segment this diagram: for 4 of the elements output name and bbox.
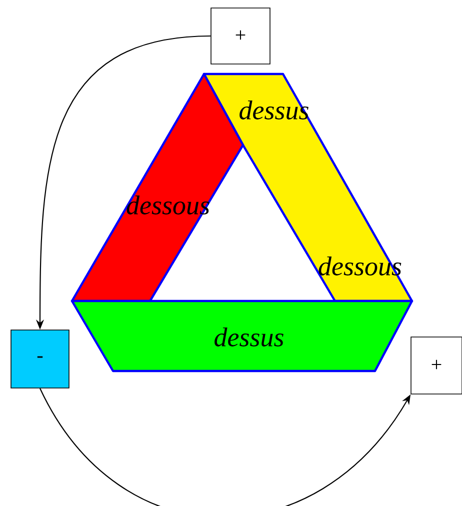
band: dessus <box>70 300 414 372</box>
sign-box: + <box>410 336 462 394</box>
sign-box: + <box>210 8 270 64</box>
sign-box: - <box>10 330 70 388</box>
